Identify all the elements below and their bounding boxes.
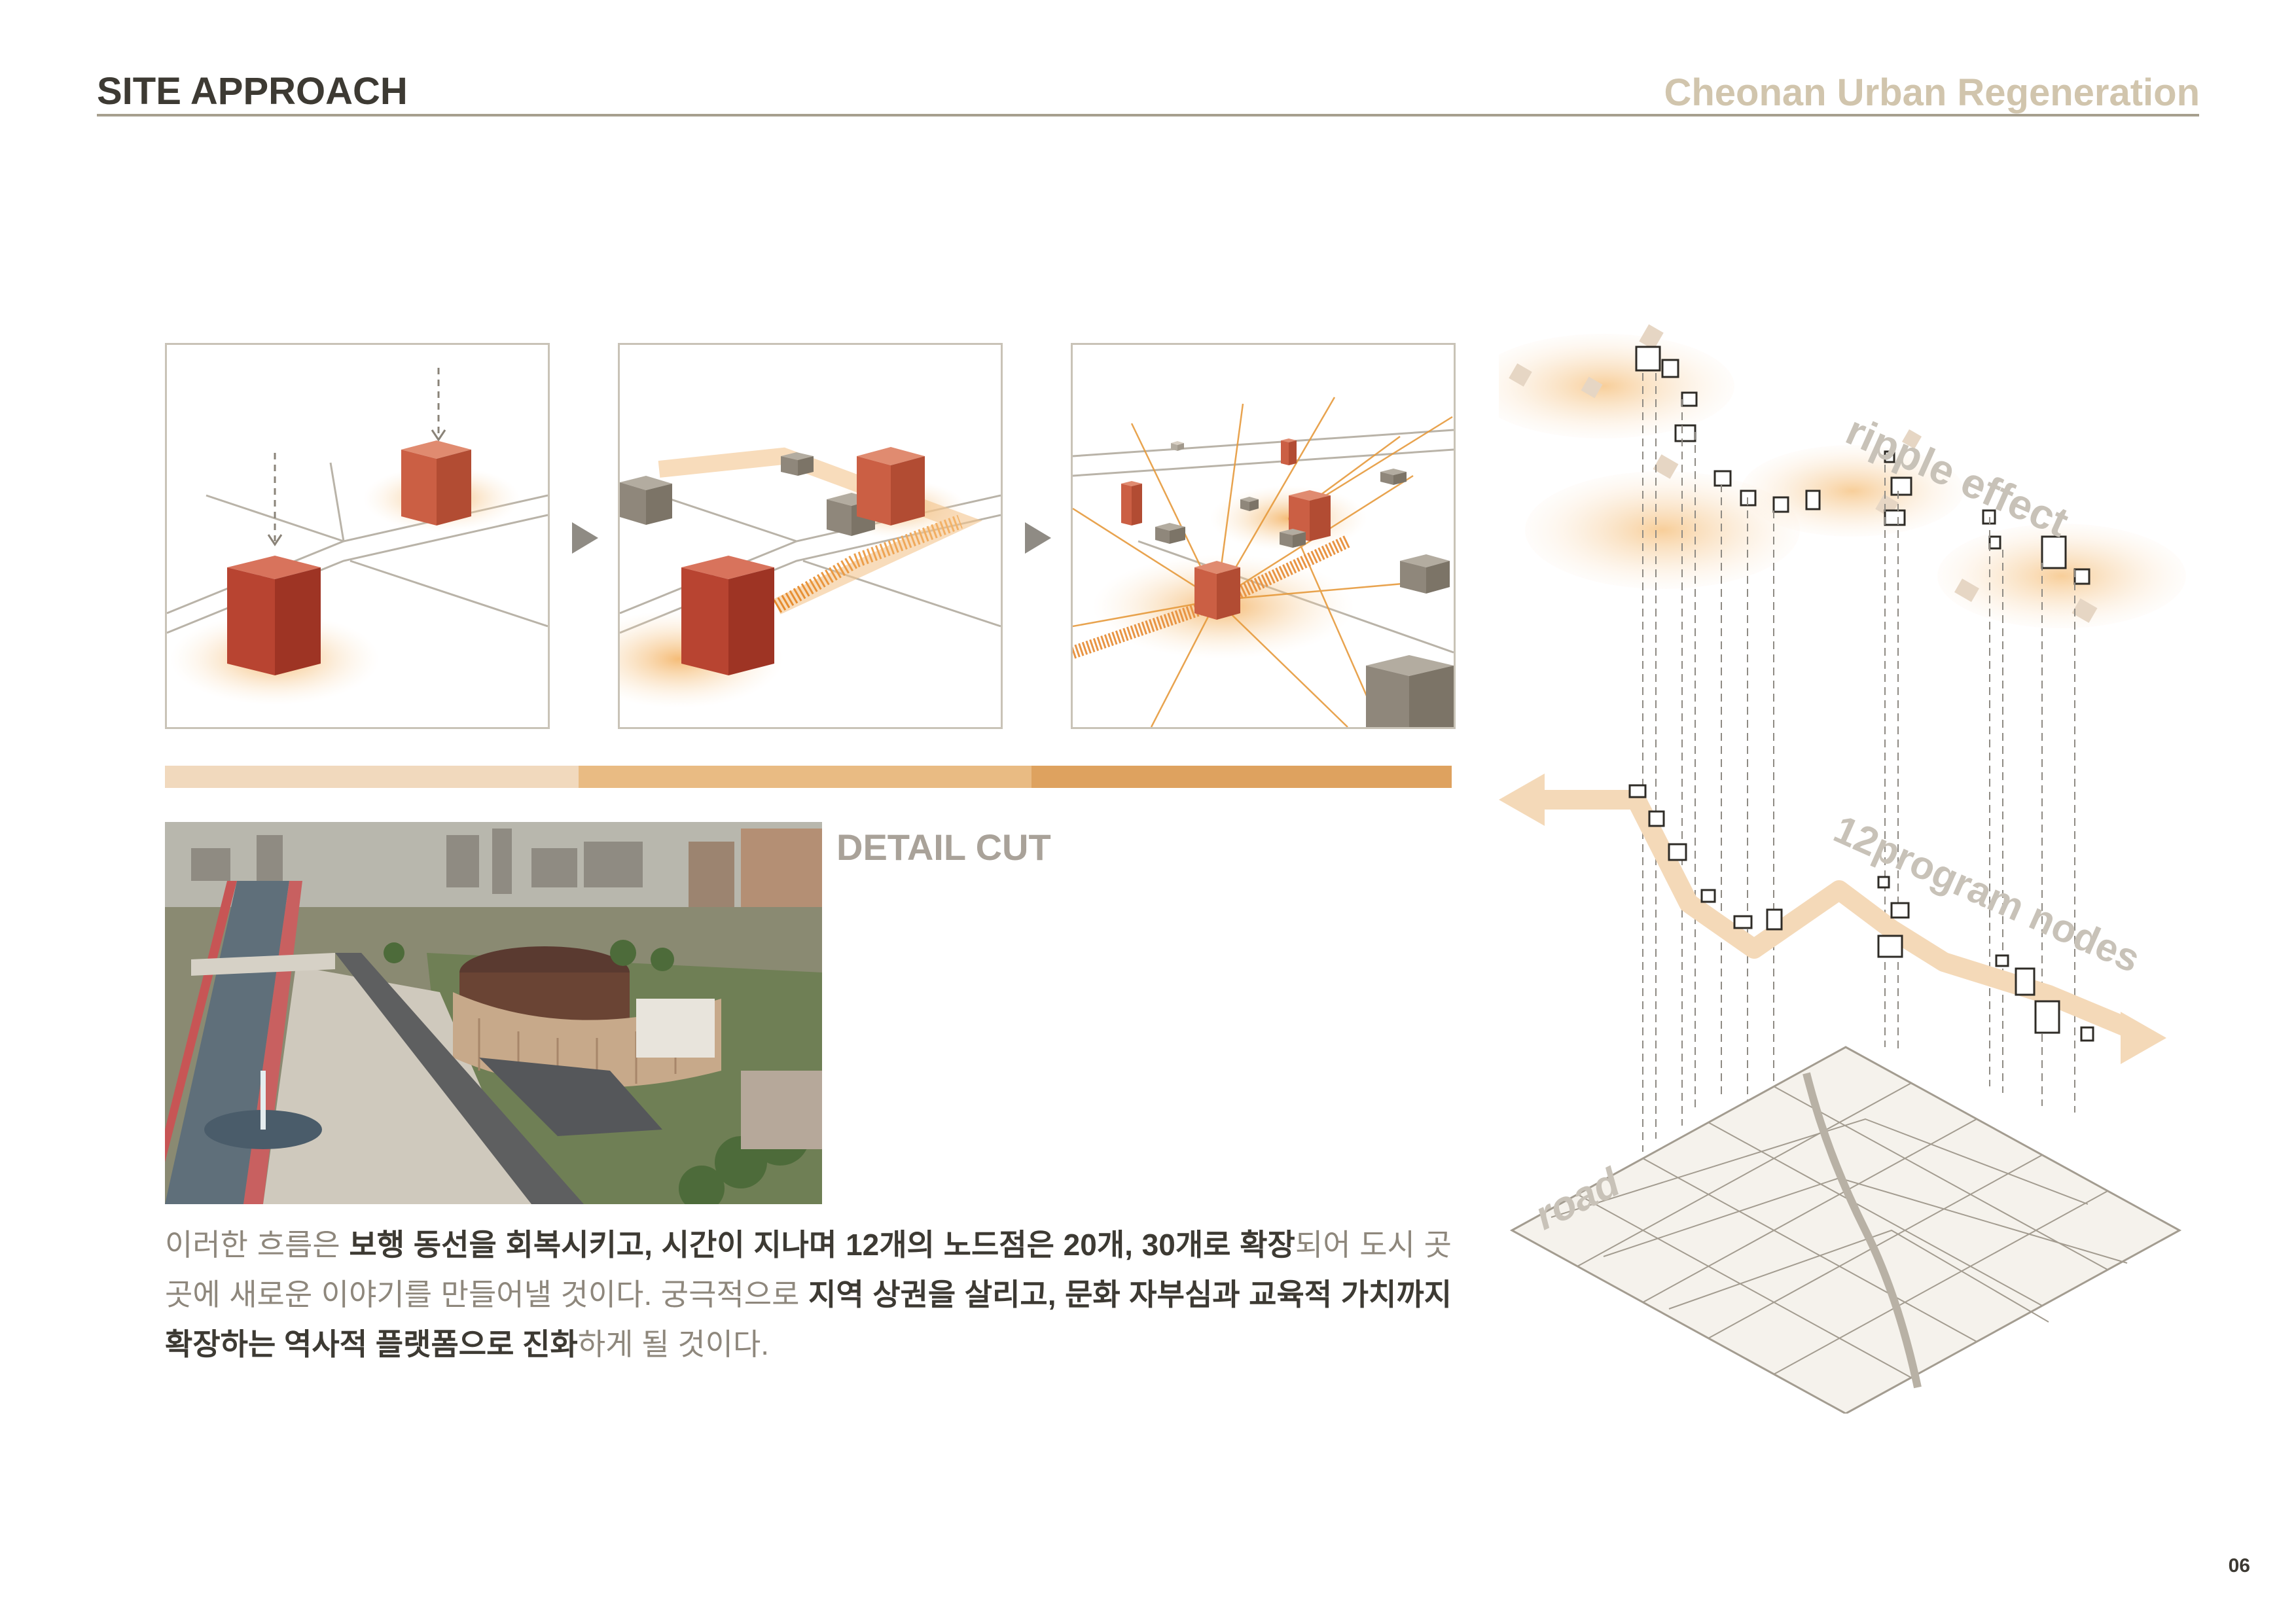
aerial-render-image [165, 822, 822, 1204]
step-panel-2 [618, 343, 1003, 729]
progress-segment-3 [1031, 766, 1452, 788]
layered-site-diagram [1499, 301, 2193, 1414]
detail-cut-title: DETAIL CUT [836, 827, 1051, 868]
page-number: 06 [2228, 1555, 2250, 1577]
progress-segment-2 [579, 766, 1031, 788]
project-subtitle: Cheonan Urban Regeneration [1664, 71, 2200, 114]
step-1-illustration [167, 368, 548, 705]
page-title: SITE APPROACH [97, 70, 408, 113]
para-segment: 이러한 흐름은 [165, 1228, 350, 1262]
timeline-progress-bar [165, 766, 1452, 788]
step-arrow-icon [572, 522, 598, 554]
step-panel-3 [1071, 343, 1456, 729]
step-3-illustration [1073, 397, 1454, 727]
header-divider [97, 114, 2199, 116]
para-segment-bold: 보행 동선을 회복시키고, 시간이 지나며 12개의 노드점은 20개, 30개… [349, 1228, 1295, 1262]
progress-segment-1 [165, 766, 579, 788]
step-arrow-icon [1025, 522, 1051, 554]
step-panel-1 [165, 343, 550, 729]
isometric-layers-illustration [1499, 324, 2186, 1414]
description-paragraph: 이러한 흐름은 보행 동선을 회복시키고, 시간이 지나며 12개의 노드점은 … [165, 1220, 1452, 1369]
para-segment-bold: 지역 상권을 살리고, 문화 자부심과 교육적 가치까지 확장하는 역사적 플랫… [165, 1277, 1452, 1361]
detail-cut-rendering [165, 822, 822, 1204]
para-segment: 되어 도시 곳곳에 새로운 이야기를 만들어낼 것이다. 궁극적으로 [165, 1228, 1452, 1311]
para-segment: 하게 될 것이다. [577, 1327, 770, 1361]
step-2-illustration [620, 447, 1001, 708]
